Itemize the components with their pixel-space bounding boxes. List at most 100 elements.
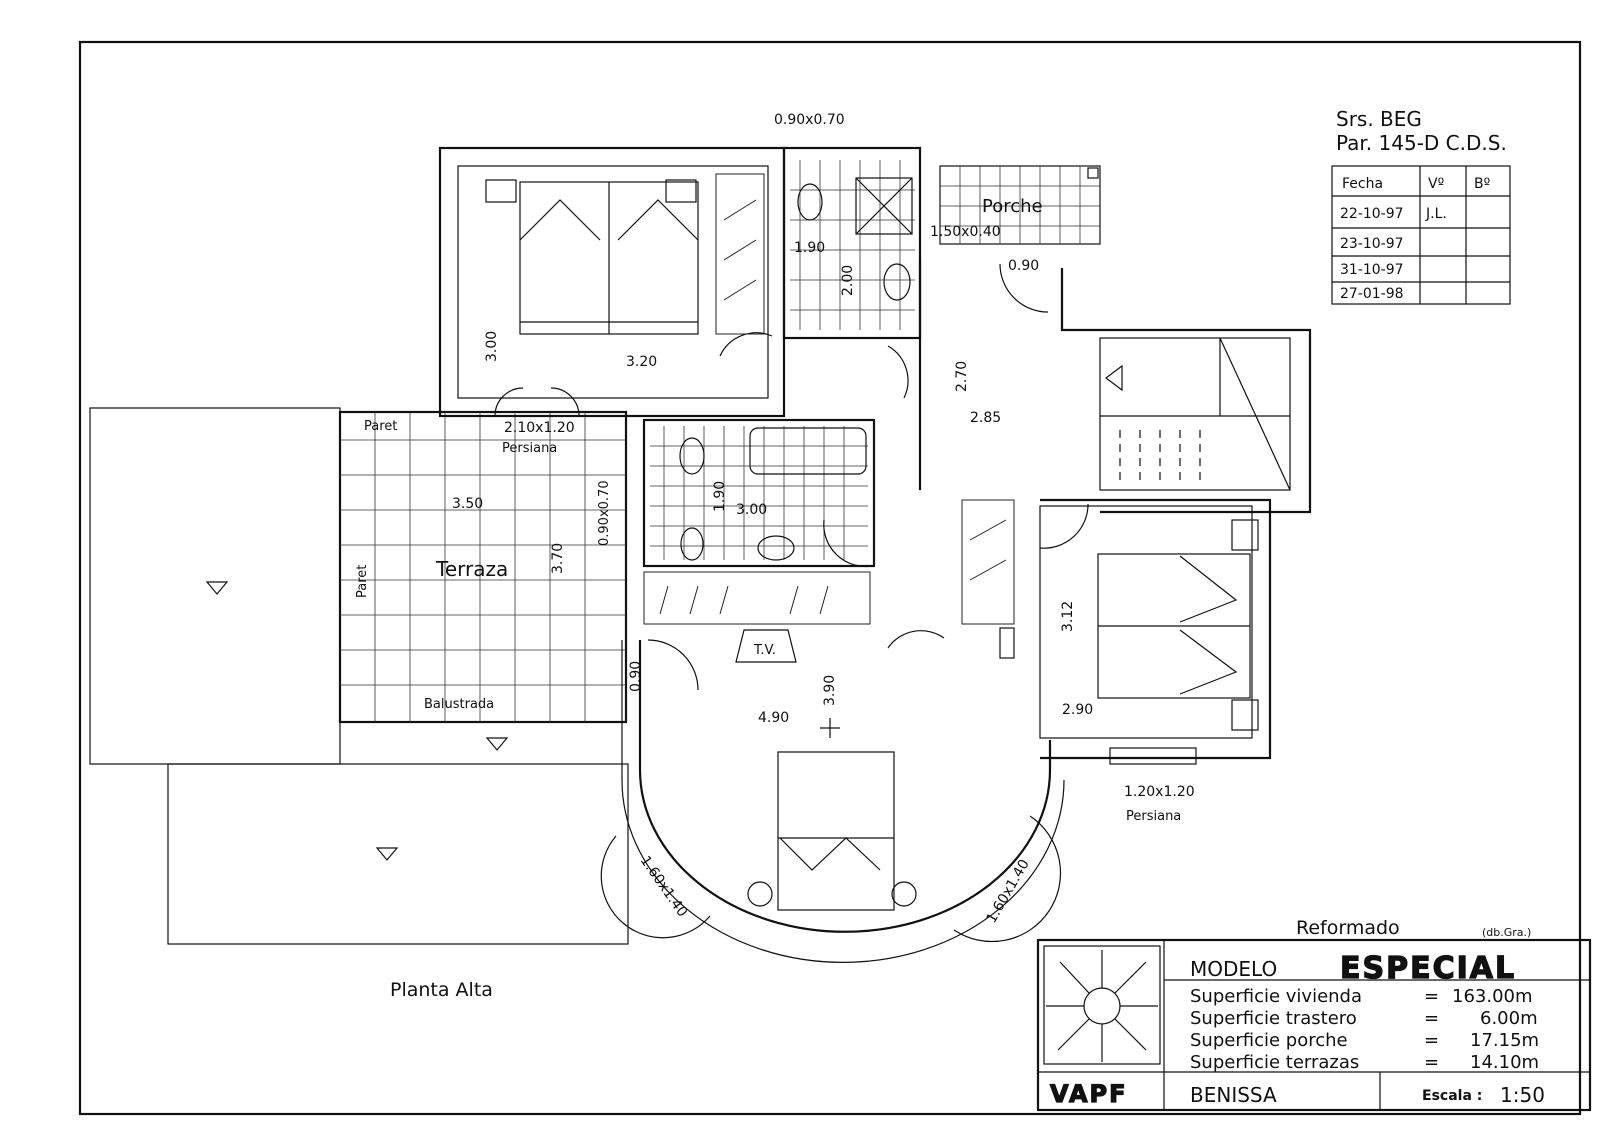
reformado-label: Reformado [1296,917,1400,939]
door-swing-icon [1039,503,1089,549]
window-icon [1109,747,1197,765]
modelo-value: ESPECIAL [1340,951,1516,986]
master-bedroom [600,519,1065,963]
wardrobe-icon [961,499,1015,625]
title-block-frame [1036,938,1592,1112]
surface-equals: = [1424,1052,1439,1073]
client-parcel: Par. 145-D C.D.S. [1336,131,1507,155]
dim-bath2-h: 1.90 [712,481,728,512]
toilet-icon [679,437,705,475]
bathroom-1 [782,146,922,340]
vapf-logo-text: VAPF [1050,1080,1128,1108]
revision-vo: J.L. [1425,206,1447,222]
door-swing-icon [887,345,909,399]
terrace-area [89,407,629,945]
modelo-label: MODELO [1190,957,1277,981]
dim-bed1-h: 3.00 [484,331,500,362]
dim-window-terrace: 2.10x1.20 [504,420,575,436]
dim-bed2-w: 2.90 [1062,702,1093,718]
tv-label: T.V. [753,643,776,658]
dim-terrace-h: 3.70 [550,543,566,574]
surface-value: 17.15m [1470,1030,1539,1051]
surface-equals: = [1424,1030,1439,1051]
dim-master-w: 4.90 [758,710,789,726]
level-marker-icon [485,737,509,751]
revision-header-date: Fecha [1342,176,1383,192]
tv-unit-icon [735,629,797,663]
level-marker-icon [205,581,229,595]
surface-equals: = [1424,986,1439,1007]
dim-window-bed2: 1.20x1.20 [1124,784,1195,800]
staircase [1099,337,1291,491]
toilet-icon [797,183,823,221]
bidet-icon [680,527,704,561]
bay-window-left-icon [600,835,711,939]
surface-value: 6.00m [1480,1008,1538,1029]
nightstand-icon [485,179,517,203]
revision-header-bo: Bº [1474,176,1490,192]
dim-door-porche: 0.90 [1008,258,1039,274]
surface-label: Superficie vivienda [1190,986,1362,1007]
revision-date: 27-01-98 [1340,286,1404,302]
double-bed-icon [777,751,895,911]
dim-hall-w: 2.85 [970,410,1001,426]
stair-arrow-icon [1105,364,1123,392]
surface-label: Superficie porche [1190,1030,1348,1051]
terrace-tile-grid [340,412,626,722]
client-name: Srs. BEG [1336,107,1422,131]
scale-value: 1:50 [1500,1083,1545,1107]
balustrada-label: Balustrada [424,697,494,712]
surface-label: Superficie trastero [1190,1008,1357,1029]
reformado-initials: (db.Gra.) [1482,926,1531,939]
door-swing-icon [647,639,699,691]
revision-date: 31-10-97 [1340,262,1404,278]
revision-date: 23-10-97 [1340,236,1404,252]
location-label: BENISSA [1190,1083,1277,1107]
surface-value: 163.00m [1452,986,1533,1007]
terraza-label: Terraza [435,557,508,581]
sheet-border [78,40,1582,1116]
bedroom-2 [961,498,1272,765]
bathroom-2 [642,418,876,568]
door-swing-icon [999,263,1049,313]
porche [939,165,1101,245]
double-door-icon [494,387,580,417]
revision-table-frame [1331,165,1511,305]
dim-master-h: 3.90 [822,675,838,706]
dim-bay-left: 1.60x1.40 [637,853,691,920]
sink-icon [883,263,911,301]
scale-label: Escala : [1422,1088,1482,1104]
dim-bed1-w: 3.20 [626,354,657,370]
bathtub-icon [749,427,867,475]
dim-window-porche: 1.50x0.40 [930,224,1001,240]
door-swing-icon [823,519,873,568]
paret-top-label: Paret [364,419,397,434]
porche-label: Porche [982,196,1043,217]
persiana-top-label: Persiana [502,441,557,456]
surface-equals: = [1424,1008,1439,1029]
dim-bath1-w: 1.90 [794,240,825,256]
door-swing-icon [719,332,773,357]
surface-value: 14.10m [1470,1052,1539,1073]
surface-label: Superficie terrazas [1190,1052,1359,1073]
wardrobe-icon [715,173,765,335]
revision-date: 22-10-97 [1340,206,1404,222]
nightstand-icon [1231,699,1259,731]
persiana-bottom-label: Persiana [1126,809,1181,824]
sink-icon [757,535,795,561]
dim-hall-h: 2.70 [954,361,970,392]
dim-bath2-w: 3.00 [736,502,767,518]
nightstand-icon [1231,519,1259,551]
nightstand-icon [665,179,697,203]
plan-title: Planta Alta [390,979,493,1001]
paret-left-label: Paret [355,565,370,598]
nightstand-icon [747,881,773,907]
nightstand-icon [891,881,917,907]
shower-icon [855,177,913,235]
bay-window-right-icon [953,815,1062,943]
revision-header-vo: Vº [1428,176,1444,192]
dim-window-bath-top: 0.90x0.70 [774,112,845,128]
bedroom-1 [438,146,786,418]
dim-terrace-w: 3.50 [452,496,483,512]
hall [719,260,1312,514]
